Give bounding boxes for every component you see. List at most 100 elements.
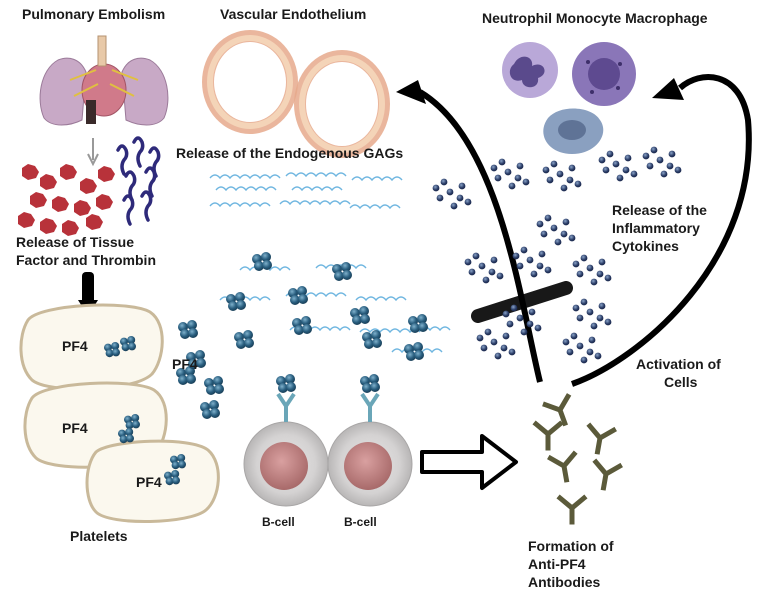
b-cell-1-label: B-cell: [262, 515, 295, 529]
pf4-subunit: [254, 261, 264, 271]
cytokines-label-line1: Release of the: [612, 202, 707, 218]
pf4-subunit: [414, 350, 424, 360]
tissue-factor-blob: [52, 196, 69, 212]
b-cell-icon: [243, 421, 413, 507]
cytokine-dot-icon: [446, 188, 454, 196]
antibody-icon: [586, 422, 617, 455]
cytokine-dot-icon: [540, 230, 548, 238]
pf4-subunit: [370, 382, 380, 392]
cytokine-dot-icon: [504, 168, 512, 176]
antibody-arms: [547, 450, 578, 483]
pf4-tetramer-icon: [104, 342, 120, 358]
antibody-arms: [592, 458, 623, 491]
lungs-heart-icon: [39, 35, 169, 126]
pulmonary-embolism-label: Pulmonary Embolism: [22, 6, 166, 22]
cytokine-dot-icon: [566, 348, 574, 356]
pf4-subunit: [228, 301, 238, 311]
pf4-gag-complexes: [176, 252, 428, 419]
pf4-subunit: [195, 350, 205, 360]
cytokine-dot-icon: [674, 166, 682, 174]
pf4-tetramer-icon: [404, 342, 424, 361]
pf4-subunit: [362, 383, 372, 393]
cytokine-dot-icon: [436, 194, 444, 202]
cytokine-dot-icon: [596, 270, 604, 278]
tissue-factor-blob: [40, 174, 57, 190]
pf4-subunit: [297, 286, 307, 296]
antibodies-label-line2: Anti-PF4: [528, 556, 586, 572]
cytokine-dot-icon: [576, 342, 584, 350]
cytokines-label-line3: Cytokines: [612, 238, 679, 254]
cytokine-dot-icon: [656, 156, 664, 164]
pf4-subunit: [210, 408, 220, 418]
cytokine-dot-icon: [480, 344, 488, 352]
gag-strand: [279, 200, 351, 206]
cytokine-dot-icon: [510, 304, 518, 312]
curved-arrow-to-leukocytes: [570, 74, 752, 387]
pf4-subunit: [236, 339, 246, 349]
pf4-subunit: [171, 461, 180, 470]
gag-strand: [359, 328, 421, 334]
cytokine-dot-icon: [598, 302, 606, 310]
cytokine-dot-icon: [476, 334, 484, 342]
activation-label-line2: Cells: [664, 374, 698, 390]
pf4-tetramer-icon: [292, 316, 312, 335]
pf4-subunit: [262, 260, 272, 270]
cytokine-dot-icon: [604, 318, 612, 326]
macrophage-icon: [543, 108, 604, 154]
pf4-subunit: [302, 324, 312, 334]
cytokine-dot-icon: [534, 324, 542, 332]
neutrophil-icon: [502, 42, 558, 98]
gag-strand: [349, 204, 401, 210]
platelet-icon: [19, 303, 220, 523]
cytokine-dot-icon: [498, 158, 506, 166]
cytokine-dot-icon: [544, 214, 552, 222]
pf4-tetramer-icon: [362, 330, 382, 349]
tissue-factor-label-line1: Release of Tissue: [16, 234, 135, 250]
tissue-factor-cluster: [18, 164, 115, 236]
cytokine-dot-icon: [562, 338, 570, 346]
pf4-subunit: [244, 338, 254, 348]
tissue-factor-blob: [98, 166, 115, 182]
cytokine-dot-icon: [560, 230, 568, 238]
cytokine-dot-icon: [508, 182, 516, 190]
cytokine-dot-icon: [630, 170, 638, 178]
antibody-icon: [532, 420, 564, 451]
tissue-factor-blob: [74, 200, 91, 216]
pf4-tetramer-icon: [120, 336, 136, 352]
cytokine-dot-icon: [598, 156, 606, 164]
cytokine-dot-icon: [432, 184, 440, 192]
thrombin-squiggle: [132, 136, 145, 168]
gag-strand: [285, 172, 347, 178]
pf4-subunit: [186, 374, 196, 384]
pf4-tetramer-icon: [408, 314, 428, 333]
cytokine-dot-icon: [464, 198, 472, 206]
cytokines-label-line2: Inflammatory: [612, 220, 700, 236]
activation-label-line1: Activation of: [636, 356, 721, 372]
cytokine-dot-icon: [536, 220, 544, 228]
cytokine-dot-icon: [586, 264, 594, 272]
pf4-subunit: [290, 295, 300, 305]
cytokine-dot-icon: [464, 258, 472, 266]
cytokine-dot-icon: [624, 154, 632, 162]
pf4-subunit: [196, 358, 206, 368]
antibodies-label-line3: Antibodies: [528, 574, 601, 590]
cytokine-dot-icon: [560, 184, 568, 192]
thrombin-squiggle: [144, 166, 157, 198]
cytokine-dot-icon: [586, 348, 594, 356]
pf4-subunit: [206, 385, 216, 395]
cytokine-dot-icon: [496, 272, 504, 280]
pf4-subunit: [171, 470, 180, 478]
gags-release-label: Release of the Endogenous GAGs: [176, 145, 404, 161]
cytokine-dot-icon: [538, 250, 546, 258]
pf4-free-label: PF4: [172, 356, 198, 372]
gag-strand: [291, 186, 343, 192]
cytokine-dot-icon: [572, 260, 580, 268]
pf4-tetramer-icon: [164, 470, 180, 486]
tissue-factor-blob: [86, 214, 103, 230]
cytokine-dot-icon: [508, 348, 516, 356]
pf4-subunit: [236, 300, 246, 310]
pf4-subunit: [334, 271, 344, 281]
cytokine-dot-icon: [668, 150, 676, 158]
cytokine-dot-icon: [542, 166, 550, 174]
antibody-icon: [547, 450, 578, 483]
